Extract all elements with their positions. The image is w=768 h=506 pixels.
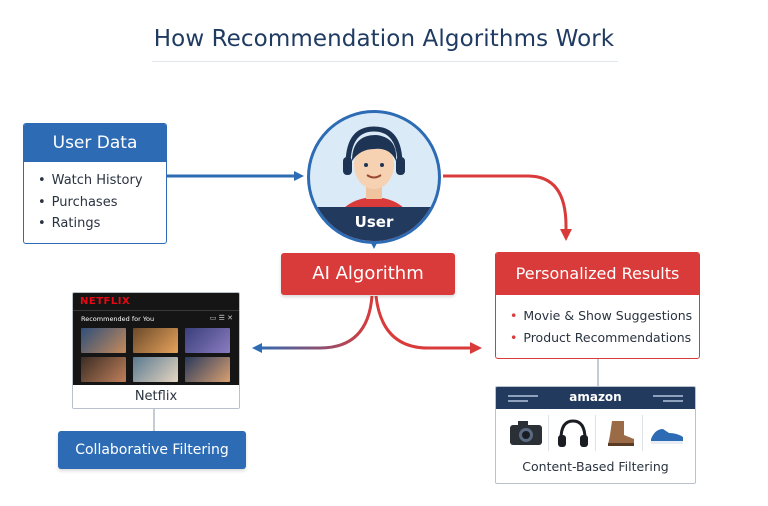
thumbnail [185, 357, 230, 382]
results-header: Personalized Results [496, 253, 699, 295]
arrow-ai-to-netflix [252, 295, 374, 353]
collaborative-filtering-label: Collaborative Filtering [58, 431, 246, 469]
netflix-screen: NETFLIX Recommended for You ▭ ☰ ✕ [73, 293, 239, 385]
amazon-header-bar [496, 387, 695, 409]
thumbnail [185, 328, 230, 353]
title-divider [152, 61, 618, 62]
user-data-list: Watch History Purchases Ratings [24, 170, 166, 235]
window-controls-icon: ▭ ☰ ✕ [209, 314, 233, 322]
thumbnail [133, 328, 178, 353]
user-avatar: User [307, 110, 441, 244]
list-item: Purchases [38, 192, 166, 214]
list-item: Ratings [38, 213, 166, 235]
user-data-card: User Data Watch History Purchases Rating… [23, 123, 167, 244]
amazon-caption: Content-Based Filtering [522, 459, 669, 474]
headphones-icon [551, 415, 596, 451]
amazon-logo: amazon [569, 390, 622, 404]
boot-icon [598, 415, 643, 451]
thumbnail [81, 357, 126, 382]
list-item: Watch History [38, 170, 166, 192]
sneaker-icon [645, 415, 689, 451]
netflix-logo: NETFLIX [80, 296, 131, 307]
thumbnail [81, 328, 126, 353]
netflix-caption: Netflix [134, 389, 178, 404]
list-item: Movie & Show Suggestions [510, 305, 699, 327]
results-list: Movie & Show Suggestions Product Recomme… [496, 305, 699, 349]
netflix-card: NETFLIX Recommended for You ▭ ☰ ✕ Netfli… [72, 292, 240, 409]
user-label: User [310, 207, 438, 241]
amazon-card: amazon Content-Based Filtering [495, 386, 696, 484]
arrow-user-to-results [443, 174, 572, 241]
list-item: Product Recommendations [510, 327, 699, 349]
netflix-section-title: Recommended for You [81, 315, 155, 323]
user-data-header: User Data [24, 124, 166, 162]
ai-algorithm-box: AI Algorithm [281, 253, 455, 295]
arrow-ai-to-results [374, 295, 482, 354]
thumbnail [133, 357, 178, 382]
page-title: How Recommendation Algorithms Work [153, 26, 615, 52]
camera-icon [504, 415, 549, 451]
personalized-results-card: Personalized Results Movie & Show Sugges… [495, 252, 700, 359]
